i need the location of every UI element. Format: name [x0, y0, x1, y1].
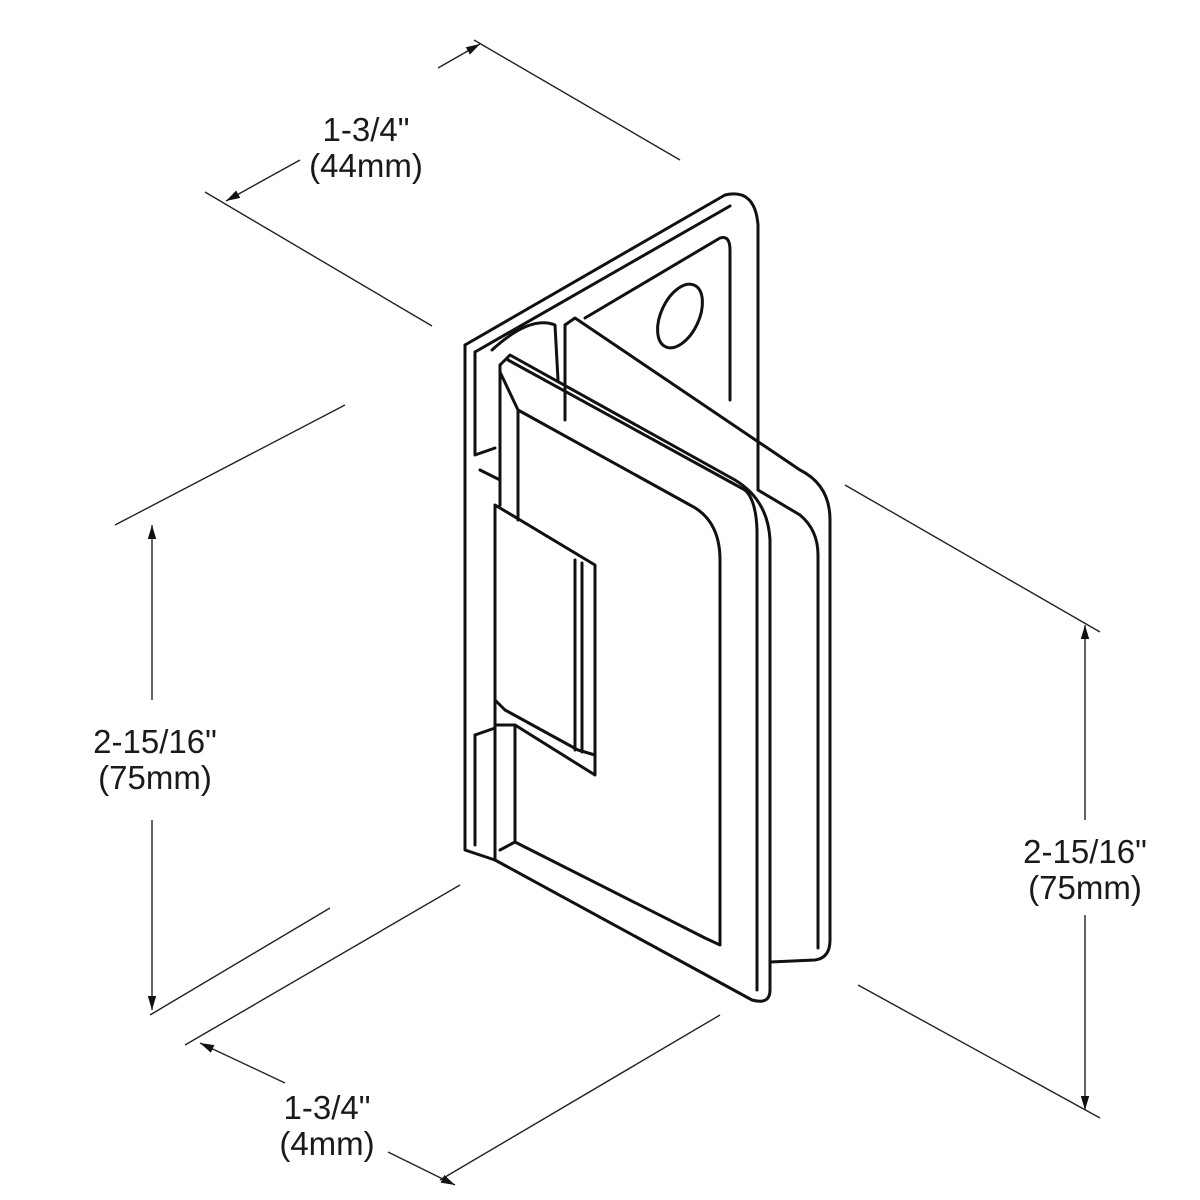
top-depth-metric: (44mm) — [309, 147, 423, 184]
top-depth-dimension-label: 1-3/4" (44mm) — [309, 112, 423, 184]
front-clamp-plate — [493, 353, 772, 1003]
back-clamp-plate — [563, 316, 832, 964]
bottom-width-imperial: 1-3/4" — [283, 1089, 371, 1126]
left-height-imperial: 2-15/16" — [93, 723, 217, 760]
bottom-width-metric: (4mm) — [279, 1125, 375, 1162]
right-height-imperial: 2-15/16" — [1023, 833, 1147, 870]
right-height-metric: (75mm) — [1028, 869, 1142, 906]
left-height-dimension-label: 2-15/16" (75mm) — [93, 724, 217, 796]
bottom-width-dimension-label: 1-3/4" (4mm) — [279, 1090, 374, 1162]
dimension-lines — [147, 43, 1090, 1186]
top-depth-imperial: 1-3/4" — [322, 111, 410, 148]
right-height-dimension-label: 2-15/16" (75mm) — [1023, 834, 1147, 906]
extension-lines — [114, 39, 1101, 1181]
hinge-knuckle — [473, 468, 597, 777]
left-height-metric: (75mm) — [98, 759, 212, 796]
wall-plate — [463, 192, 760, 862]
